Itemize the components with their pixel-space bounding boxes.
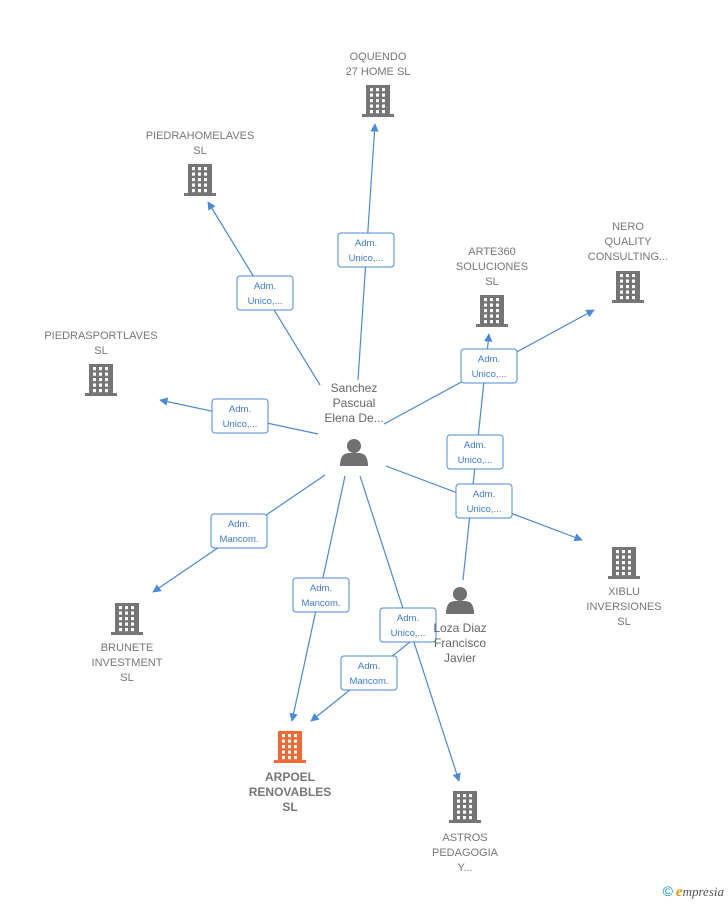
- edge-label-sanchez-piedrahome[interactable]: Adm. Unico,...: [236, 275, 294, 311]
- person-icon: [446, 587, 474, 614]
- company-node-nero[interactable]: NERO QUALITY CONSULTING...: [588, 221, 668, 303]
- company-label-line: INVERSIONES: [586, 601, 661, 613]
- edge-label-text: Unico,...: [223, 419, 258, 430]
- person-label-line: Sanchez: [331, 381, 378, 395]
- company-label-line: SL: [282, 800, 297, 814]
- building-icon: [612, 271, 644, 303]
- edge-label-text: Unico,...: [349, 253, 384, 264]
- edge-label-text: Adm.: [355, 238, 377, 249]
- company-label-line: NERO: [612, 221, 644, 233]
- company-label-line: ASTROS: [442, 832, 487, 844]
- edge-label-text: Unico,...: [391, 628, 426, 639]
- edge-label-sanchez-nero[interactable]: Adm. Unico,...: [460, 348, 518, 384]
- edge-label-text: Unico,...: [472, 369, 507, 380]
- company-label-line: CONSULTING...: [588, 251, 668, 263]
- edge-label-text: Adm.: [464, 440, 486, 451]
- edge-label-text: Adm.: [310, 583, 332, 594]
- building-icon: [274, 731, 306, 763]
- edge-label-box: [460, 348, 518, 384]
- company-node-piedrasport[interactable]: PIEDRASPORTLAVES SL: [44, 330, 158, 396]
- company-label-line: 27 HOME SL: [346, 66, 411, 78]
- edge-label-box: [379, 607, 437, 643]
- company-label-line: Y...: [457, 862, 472, 874]
- company-label-line: SL: [120, 672, 133, 684]
- edge-label-sanchez-arpoel[interactable]: Adm. Mancom.: [292, 577, 350, 613]
- company-label-line: PEDAGOGIA: [432, 847, 499, 859]
- edge-label-text: Adm.: [228, 519, 250, 530]
- company-label-line: QUALITY: [604, 236, 652, 248]
- edge-label-text: Adm.: [478, 354, 500, 365]
- building-icon: [111, 603, 143, 635]
- edge-label-text: Adm.: [229, 404, 251, 415]
- edge-label-box: [340, 655, 398, 691]
- company-node-oquendo[interactable]: OQUENDO 27 HOME SL: [346, 51, 411, 117]
- edge-label-text: Mancom.: [219, 534, 258, 545]
- building-icon: [449, 791, 481, 823]
- company-label-line: ARPOEL: [265, 770, 315, 784]
- edge-label-text: Adm.: [254, 281, 276, 292]
- company-node-astros[interactable]: ASTROS PEDAGOGIA Y...: [432, 791, 499, 874]
- company-label-line: INVESTMENT: [92, 657, 163, 669]
- company-node-brunete[interactable]: BRUNETE INVESTMENT SL: [92, 603, 163, 684]
- person-label-line: Francisco: [434, 636, 486, 650]
- edge-label-text: Adm.: [473, 489, 495, 500]
- edge-label-text: Unico,...: [467, 504, 502, 515]
- edge-label-text: Unico,...: [458, 455, 493, 466]
- brand-logo-text: mpresia: [682, 884, 724, 899]
- person-label-line: Javier: [444, 651, 476, 665]
- company-label-line: RENOVABLES: [249, 785, 331, 799]
- building-icon: [85, 364, 117, 396]
- edge-label-sanchez-brunete[interactable]: Adm. Mancom.: [210, 513, 268, 549]
- copyright-icon: ©: [662, 883, 673, 899]
- company-label-line: BRUNETE: [101, 642, 154, 654]
- company-label-line: OQUENDO: [350, 51, 407, 63]
- edge-label-box: [455, 483, 513, 519]
- brand-logo-initial: e: [675, 884, 683, 900]
- edge-label-text: Unico,...: [248, 296, 283, 307]
- edge-label-sanchez-astros[interactable]: Adm. Unico,...: [379, 607, 437, 643]
- edge-label-loza-arpoel[interactable]: Adm. Mancom.: [340, 655, 398, 691]
- company-label-line: SL: [94, 345, 107, 357]
- edge-label-box: [211, 398, 269, 434]
- company-label-line: SL: [193, 145, 206, 157]
- building-icon: [476, 295, 508, 327]
- edge-label-sanchez-xiblu[interactable]: Adm. Unico,...: [455, 483, 513, 519]
- edge-label-box: [292, 577, 350, 613]
- edge-label-sanchez-oquendo[interactable]: Adm. Unico,...: [337, 232, 395, 268]
- edge-label-box: [337, 232, 395, 268]
- edge-label-box: [446, 434, 504, 470]
- edge-label-box: [236, 275, 294, 311]
- person-label-line: Elena De...: [324, 411, 383, 425]
- edge-label-text: Mancom.: [349, 676, 388, 687]
- person-icon: [340, 439, 368, 466]
- company-label-line: SOLUCIONES: [456, 261, 528, 273]
- company-node-xiblu[interactable]: XIBLU INVERSIONES SL: [586, 547, 662, 628]
- edge-label-sanchez-piedrasport[interactable]: Adm. Unico,...: [211, 398, 269, 434]
- building-icon: [362, 85, 394, 117]
- company-node-piedrahome[interactable]: PIEDRAHOMELAVES SL: [146, 130, 255, 196]
- company-label-line: PIEDRASPORTLAVES: [44, 330, 157, 342]
- edge-label-text: Adm.: [397, 613, 419, 624]
- brand-footer: ©empresia: [663, 883, 724, 901]
- person-label-line: Pascual: [333, 396, 376, 410]
- edge-label-box: [210, 513, 268, 549]
- company-label-line: ARTE360: [468, 246, 516, 258]
- building-icon: [608, 547, 640, 579]
- person-label-line: Loza Diaz: [433, 621, 486, 635]
- edge-label-loza-arte360[interactable]: Adm. Unico,...: [446, 434, 504, 470]
- building-icon: [184, 164, 216, 196]
- company-label-line: SL: [485, 276, 498, 288]
- edge-label-text: Mancom.: [301, 598, 340, 609]
- company-label-line: SL: [617, 616, 630, 628]
- company-label-line: XIBLU: [608, 586, 640, 598]
- edge-label-text: Adm.: [358, 661, 380, 672]
- company-label-line: PIEDRAHOMELAVES: [146, 130, 255, 142]
